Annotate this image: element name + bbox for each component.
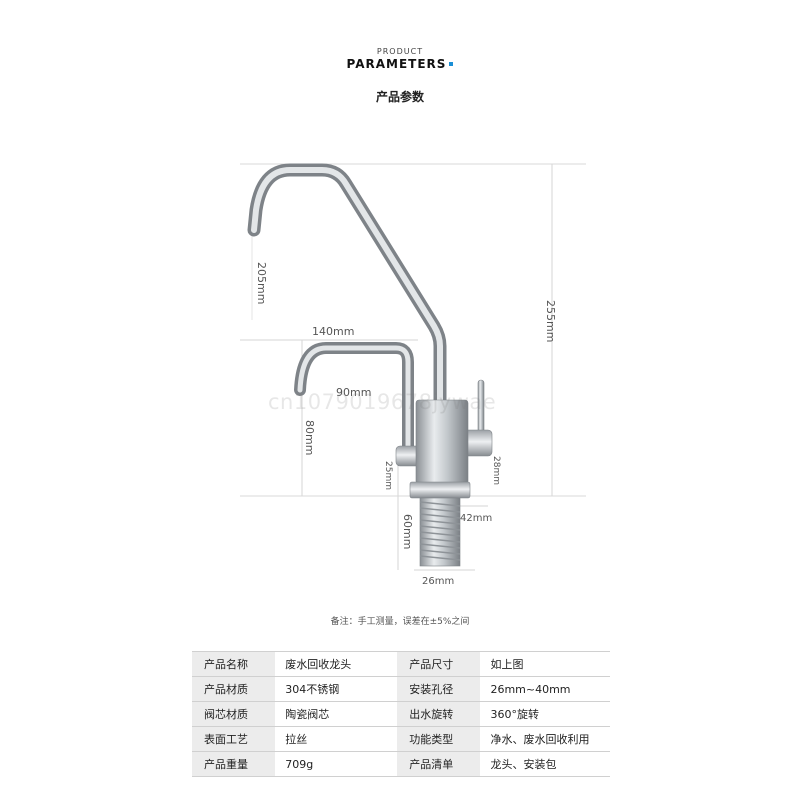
spec-value: 陶瓷阀芯 [275, 701, 398, 727]
spec-value: 709g [275, 751, 398, 777]
spec-value: 废水回收龙头 [275, 651, 398, 677]
accent-dot-icon [449, 62, 454, 66]
spec-row: 产品名称废水回收龙头产品尺寸如上图 [192, 651, 610, 677]
thread-lines [419, 501, 461, 561]
spec-value: 360°旋转 [480, 701, 610, 727]
spec-key: 产品清单 [397, 751, 481, 777]
dim-handle-left: 25mm [383, 461, 393, 490]
spec-value: 拉丝 [275, 726, 398, 752]
spec-key: 出水旋转 [397, 701, 481, 727]
dim-spout-height: 205mm [255, 262, 268, 304]
dim-base-diameter: 42mm [460, 513, 492, 524]
header-main-title: PARAMETERS [0, 57, 800, 71]
spec-key: 功能类型 [397, 726, 481, 752]
dim-thread-length: 60mm [401, 514, 414, 549]
dim-thread-diameter: 26mm [422, 576, 454, 587]
header-main-text: PARAMETERS [346, 57, 447, 71]
base-flange [409, 481, 471, 499]
spec-key: 阀芯材质 [192, 701, 276, 727]
measurement-note: 备注：手工测量，误差在±5%之间 [330, 617, 470, 627]
spec-key: 产品尺寸 [397, 651, 481, 677]
dim-small-spout-height: 80mm [303, 420, 316, 455]
dim-total-height: 255mm [544, 300, 557, 342]
dim-spout-reach: 140mm [312, 325, 354, 338]
spec-value: 净水、废水回收利用 [480, 726, 610, 752]
spec-value: 26mm~40mm [480, 676, 610, 702]
dim-small-spout-reach: 90mm [336, 386, 371, 399]
spec-value: 304不锈钢 [275, 676, 398, 702]
spec-key: 表面工艺 [192, 726, 276, 752]
spec-value: 龙头、安装包 [480, 751, 610, 777]
spec-value: 如上图 [480, 651, 610, 677]
spec-key: 安装孔径 [397, 676, 481, 702]
spec-key: 产品重量 [192, 751, 276, 777]
faucet-diagram: 205mm 255mm 140mm 90mm 80mm 25mm 28mm 60… [240, 163, 586, 587]
spec-key: 产品材质 [192, 676, 276, 702]
watermark-text: cn1079019678jywae [268, 390, 497, 414]
header-small-title: PRODUCT [376, 47, 424, 56]
spec-key: 产品名称 [192, 651, 276, 677]
dimension-lines [240, 164, 553, 571]
spec-row: 表面工艺拉丝功能类型净水、废水回收利用 [192, 726, 610, 752]
header-cn-title: 产品参数 [375, 90, 424, 104]
dim-handle-right: 28mm [491, 456, 501, 485]
